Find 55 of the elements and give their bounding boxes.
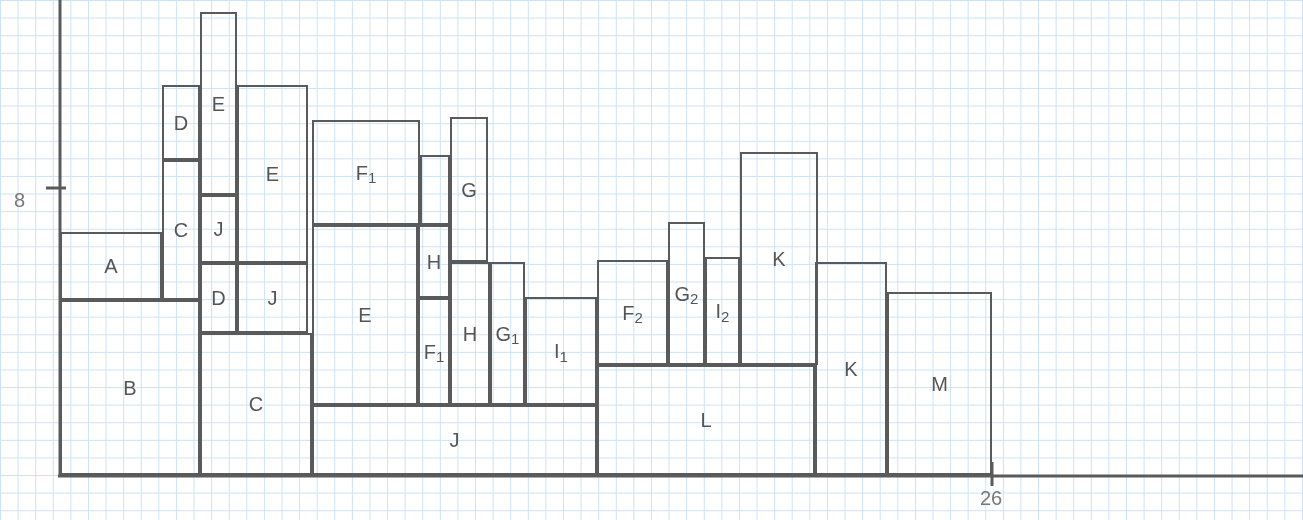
rectangle-letter: C [173, 220, 189, 240]
rectangle-letter: G [461, 179, 477, 200]
packed-rectangle [450, 117, 488, 262]
packed-rectangle [705, 257, 740, 365]
rectangle-letter: B [123, 377, 137, 398]
packed-rectangle [237, 263, 308, 333]
packed-rectangle [312, 120, 420, 225]
rectangle-letter: E [211, 93, 226, 114]
rectangle-letter: F$_{1}$ [423, 341, 445, 362]
packed-rectangle [740, 152, 818, 365]
packed-rectangle [418, 225, 450, 298]
rectangle-letter: H [426, 251, 442, 272]
packed-rectangle [525, 297, 597, 405]
packed-rectangle [162, 85, 200, 160]
packed-rectangle [200, 263, 237, 333]
rectangle-letter: L [700, 410, 712, 430]
packed-rectangle [418, 298, 450, 405]
rectangle-letter: F$_{2}$ [622, 302, 643, 323]
packed-rectangle [200, 195, 237, 263]
packed-rectangle [60, 232, 162, 300]
packed-rectangle [597, 260, 668, 365]
rectangle-letter: G$_{1}$ [495, 323, 520, 344]
rectangle-letter: F$_{1}$ [355, 162, 377, 183]
rectangle-letter: J [267, 288, 278, 308]
rectangle-letter: I$_{1}$ [554, 341, 568, 361]
rectangle-letter: E [358, 305, 372, 325]
rectangle-letter: C [248, 394, 264, 414]
axis-value: 26 [980, 488, 1003, 508]
packed-rectangle [597, 365, 815, 475]
empty-rectangle [420, 155, 450, 225]
packed-rectangle [887, 292, 992, 475]
packed-rectangle [200, 12, 237, 195]
packed-rectangle [815, 262, 887, 475]
rectangle-letter: J [449, 430, 460, 450]
rectangle-letter: E [265, 164, 280, 184]
packed-rectangle [312, 225, 418, 405]
rectangle-letter: G$_{2}$ [674, 283, 699, 304]
packed-rectangle [450, 262, 490, 405]
packed-rectangle [200, 333, 312, 475]
rectangle-letter: M [931, 373, 948, 394]
packed-rectangle [312, 405, 597, 475]
rectangle-letter: I$_{2}$ [715, 301, 730, 321]
rectangle-letter: D [211, 288, 226, 308]
packed-rectangle [668, 222, 705, 365]
rectangle-letter: K [772, 248, 786, 269]
packed-rectangle [490, 262, 525, 405]
rectangle-letter: A [104, 256, 118, 276]
packed-rectangle [162, 160, 200, 300]
packed-rectangle [237, 85, 308, 263]
packed-rectangle [60, 300, 200, 475]
rectangle-letter: K [844, 358, 858, 379]
axis-value: 8 [14, 190, 26, 210]
rectangle-letter: J [213, 219, 224, 239]
rectangle-letter: D [173, 112, 189, 133]
rectangle-letter: H [462, 323, 478, 344]
